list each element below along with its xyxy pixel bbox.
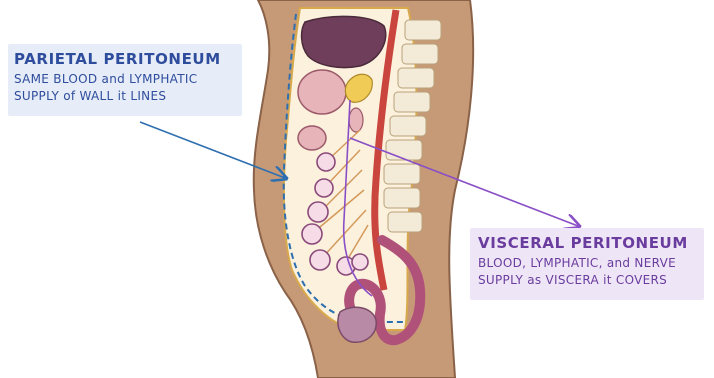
parietal-label-box: PARIETAL PERITONEUM SAME BLOOD and LYMPH… [8, 44, 242, 116]
parietal-line-2: SUPPLY of WALL it LINES [14, 88, 197, 105]
parietal-line-1: SAME BLOOD and LYMPHATIC [14, 71, 197, 88]
bladder [338, 307, 376, 342]
visceral-label-box: VISCERAL PERITONEUM BLOOD, LYMPHATIC, an… [470, 228, 704, 300]
visceral-description: BLOOD, LYMPHATIC, and NERVE SUPPLY as VI… [478, 255, 676, 289]
liver [302, 16, 386, 67]
visceral-line-1: BLOOD, LYMPHATIC, and NERVE [478, 255, 676, 272]
visceral-line-2: SUPPLY as VISCERA it COVERS [478, 272, 676, 289]
visceral-title: VISCERAL PERITONEUM [478, 234, 688, 252]
duodenum [349, 108, 363, 132]
stomach [298, 70, 346, 114]
parietal-title: PARIETAL PERITONEUM [14, 50, 221, 68]
transverse-colon [298, 126, 326, 150]
parietal-description: SAME BLOOD and LYMPHATIC SUPPLY of WALL … [14, 71, 197, 105]
